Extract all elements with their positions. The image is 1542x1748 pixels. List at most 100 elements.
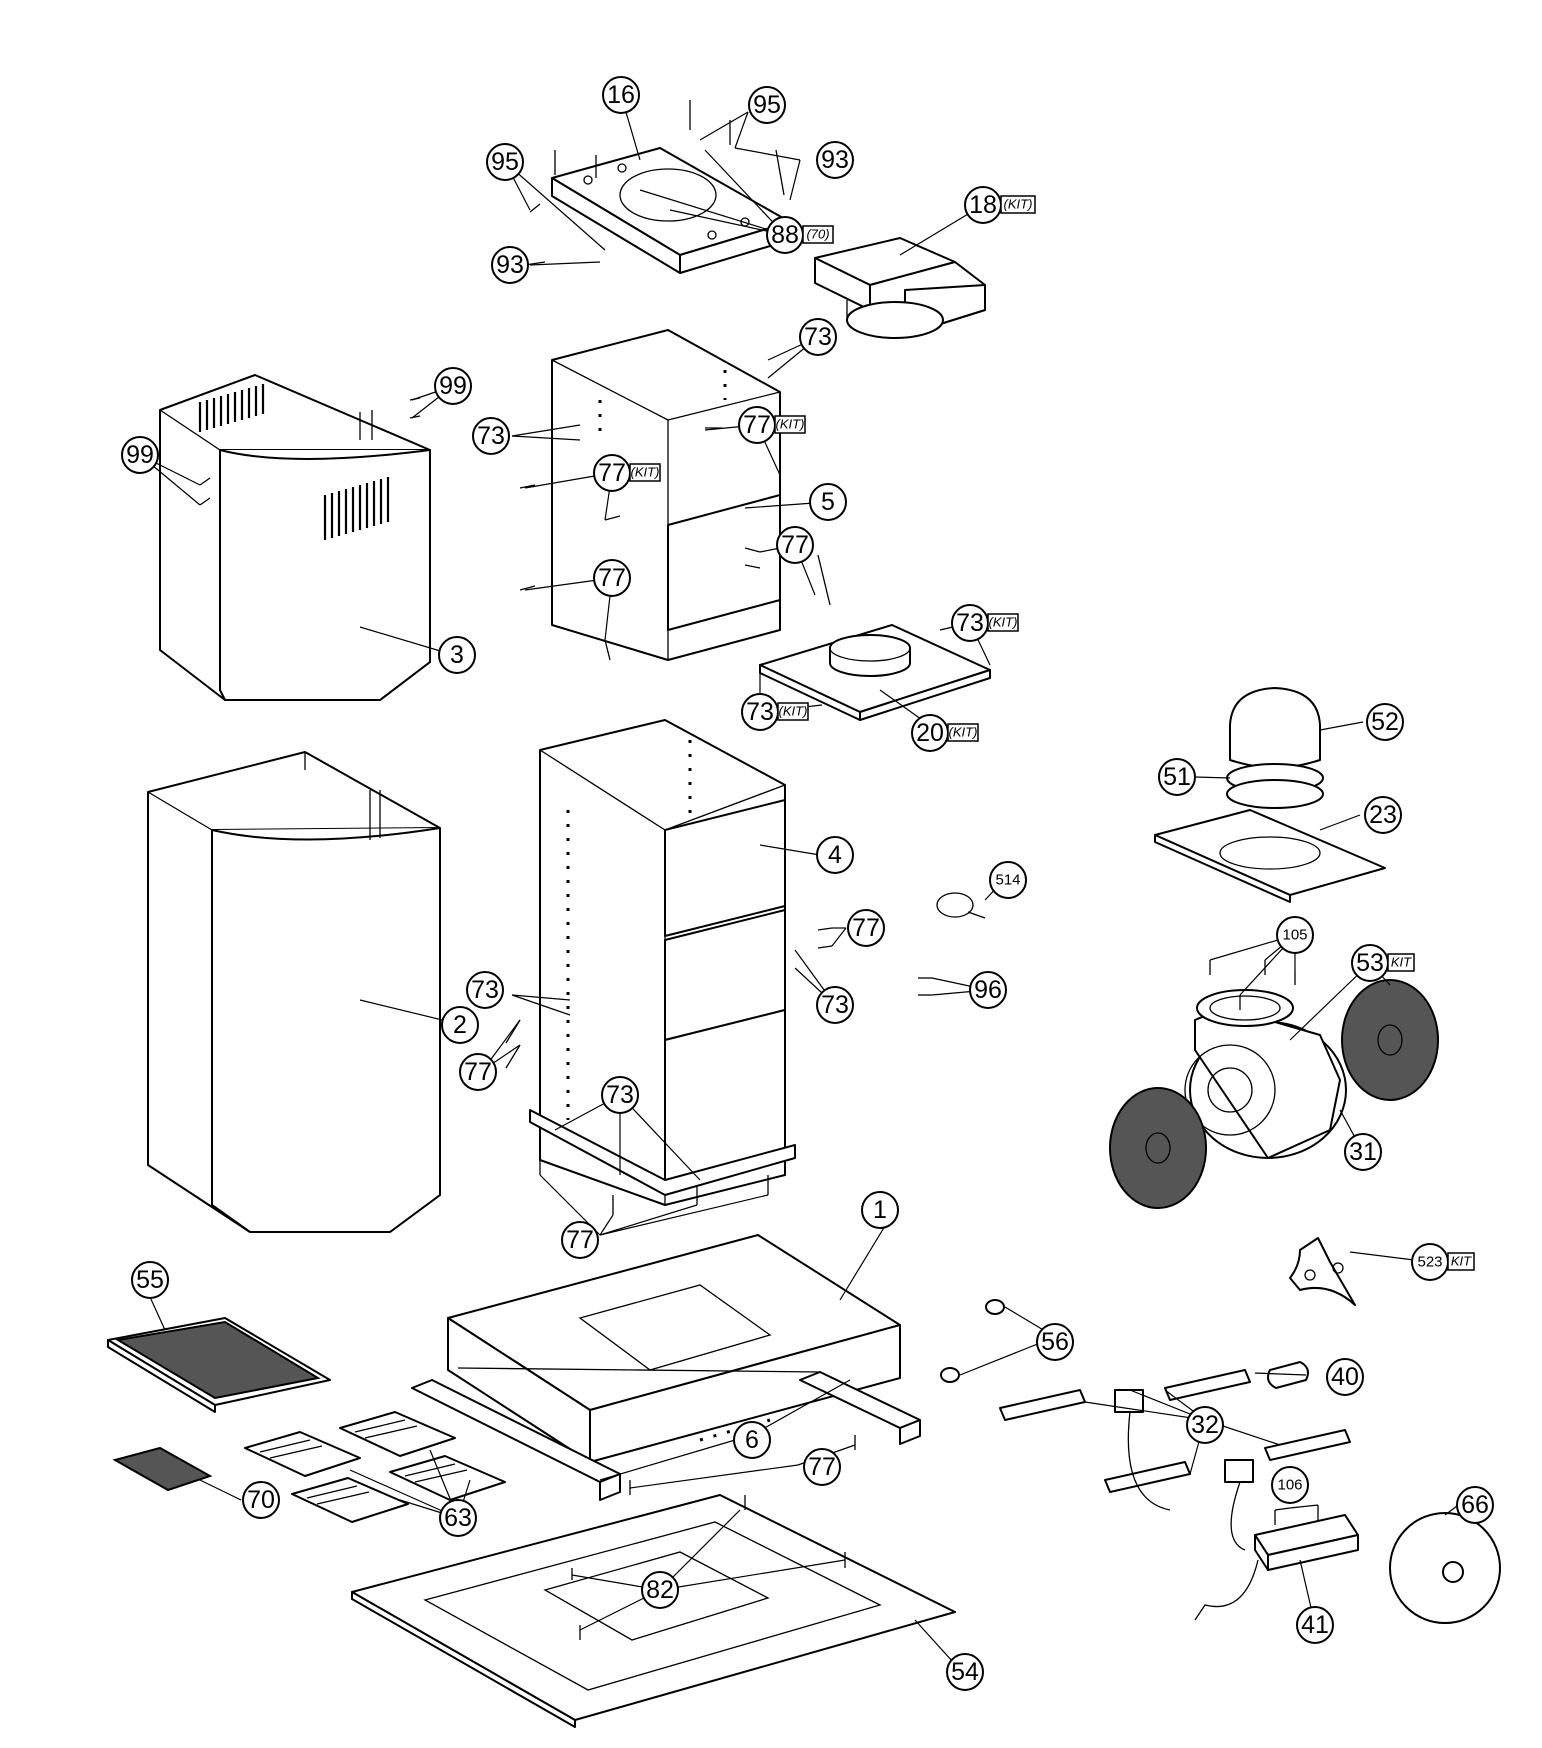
callout-77-frame-left: 77 — [593, 559, 631, 597]
callout-73-top: 73 — [799, 318, 837, 356]
callout-514: 514 — [989, 861, 1027, 899]
svg-text:56: 56 — [1041, 1328, 1069, 1356]
svg-text:54: 54 — [951, 1658, 979, 1686]
svg-text:73: 73 — [746, 698, 774, 726]
callout-77-kit-left: 77 — [593, 454, 631, 492]
svg-text:(KIT): (KIT) — [1004, 197, 1033, 212]
callout-51: 51 — [1158, 758, 1196, 796]
part-523-bracket — [1289, 1237, 1356, 1306]
kit-tag-88: (70) — [802, 225, 834, 244]
kit-tag-53: KIT — [1387, 953, 1415, 972]
svg-text:70: 70 — [247, 1486, 275, 1514]
callout-93-left: 93 — [491, 246, 529, 284]
callout-18: 18 — [964, 186, 1002, 224]
callout-1: 1 — [861, 1191, 899, 1229]
part-41-control-switch — [1194, 1514, 1359, 1621]
callout-16: 16 — [602, 76, 640, 114]
callout-20: 20 — [911, 714, 949, 752]
part-55-grease-filter — [107, 1317, 331, 1413]
callout-31: 31 — [1344, 1133, 1382, 1171]
part-4-lower-inner-frame — [529, 719, 796, 1206]
svg-text:(KIT): (KIT) — [631, 465, 660, 480]
svg-text:52: 52 — [1371, 708, 1399, 736]
svg-text:55: 55 — [136, 1266, 164, 1294]
callout-23: 23 — [1364, 796, 1402, 834]
callout-73-kit-right: 73 — [951, 604, 989, 642]
svg-text:106: 106 — [1277, 1477, 1302, 1494]
callout-99-right: 99 — [434, 367, 472, 405]
svg-text:514: 514 — [995, 872, 1020, 889]
callout-56: 56 — [1036, 1323, 1074, 1361]
callout-106: 106 — [1271, 1466, 1309, 1504]
part-2-lower-chimney-cover — [147, 751, 441, 1233]
callout-63: 63 — [439, 1499, 477, 1537]
callout-73-frame-left: 73 — [472, 417, 510, 455]
callout-93-right: 93 — [816, 141, 854, 179]
callout-4: 4 — [816, 836, 854, 874]
kit-tag-77-right: (KIT) — [774, 415, 806, 434]
part-40-bulb — [1267, 1361, 1309, 1389]
svg-text:73: 73 — [821, 991, 849, 1019]
part-70-carbon-filter — [112, 1446, 213, 1492]
part-18-duct-adapter — [814, 237, 986, 339]
svg-text:KIT: KIT — [1451, 1254, 1472, 1269]
svg-text:31: 31 — [1349, 1138, 1377, 1166]
callout-77-rails: 77 — [803, 1448, 841, 1486]
callout-77-kit-right: 77 — [738, 406, 776, 444]
vent-slots-3 — [198, 384, 390, 540]
svg-text:53: 53 — [1356, 949, 1384, 977]
part-66-knob — [1389, 1512, 1501, 1624]
kit-tag-523: KIT — [1447, 1252, 1475, 1271]
callout-66: 66 — [1456, 1486, 1494, 1524]
svg-text:77: 77 — [464, 1058, 492, 1086]
svg-text:6: 6 — [745, 1426, 759, 1454]
part-23-blower-plate — [1154, 809, 1386, 903]
screws — [199, 203, 1319, 1640]
svg-text:2: 2 — [453, 1011, 467, 1039]
callout-96: 96 — [969, 971, 1007, 1009]
svg-text:93: 93 — [821, 146, 849, 174]
callout-73-kit-left: 73 — [741, 693, 779, 731]
svg-text:82: 82 — [646, 1576, 674, 1604]
callout-88: 88 — [766, 216, 804, 254]
svg-text:16: 16 — [607, 81, 635, 109]
kit-tag-18: (KIT) — [1000, 195, 1036, 214]
svg-text:77: 77 — [743, 411, 771, 439]
callout-77-bottom: 77 — [561, 1221, 599, 1259]
svg-text:KIT: KIT — [1391, 955, 1412, 970]
part-51-gasket — [1226, 763, 1324, 809]
svg-text:(KIT): (KIT) — [949, 725, 978, 740]
svg-text:40: 40 — [1331, 1363, 1359, 1391]
svg-text:23: 23 — [1369, 801, 1397, 829]
kit-tag-77-left: (KIT) — [629, 463, 661, 482]
svg-text:105: 105 — [1282, 927, 1307, 944]
svg-text:93: 93 — [496, 251, 524, 279]
callout-55: 55 — [131, 1261, 169, 1299]
svg-text:73: 73 — [606, 1081, 634, 1109]
svg-text:73: 73 — [471, 976, 499, 1004]
part-52-collar — [1229, 687, 1321, 769]
callout-73-bottom: 73 — [601, 1076, 639, 1114]
svg-text:88: 88 — [771, 221, 799, 249]
callout-77-lower-right: 77 — [847, 909, 885, 947]
svg-text:3: 3 — [450, 641, 464, 669]
callout-70: 70 — [242, 1481, 280, 1519]
part-31-motor-blower — [1184, 989, 1347, 1159]
svg-text:(KIT): (KIT) — [776, 417, 805, 432]
svg-text:77: 77 — [808, 1453, 836, 1481]
svg-text:5: 5 — [821, 488, 835, 516]
svg-text:51: 51 — [1163, 763, 1191, 791]
callout-2: 2 — [441, 1006, 479, 1044]
svg-text:32: 32 — [1191, 1411, 1219, 1439]
part-3-upper-chimney-cover — [159, 374, 431, 701]
kit-tag-73-right: (KIT) — [987, 613, 1019, 632]
svg-text:1: 1 — [873, 1196, 887, 1224]
svg-text:73: 73 — [804, 323, 832, 351]
part-5-upper-inner-frame — [551, 329, 781, 661]
callout-32: 32 — [1186, 1406, 1224, 1444]
callout-523: 523 — [1411, 1243, 1449, 1281]
svg-text:95: 95 — [753, 91, 781, 119]
callout-77-frame-right: 77 — [776, 526, 814, 564]
svg-text:20: 20 — [916, 719, 944, 747]
